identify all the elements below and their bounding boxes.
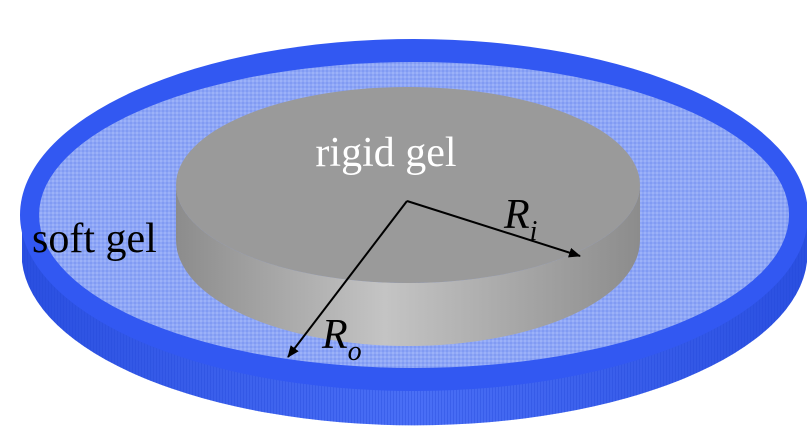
outer-radius-label: Ro xyxy=(321,312,362,367)
inner-radius-label: Ri xyxy=(503,192,537,247)
rigid-gel-side xyxy=(176,185,640,346)
outer-radius-subscript: o xyxy=(348,336,362,367)
outer-radius-symbol: R xyxy=(321,312,348,358)
inner-radius-arrow xyxy=(406,200,581,258)
soft-gel-label: soft gel xyxy=(32,216,157,262)
outer-radius-arrow xyxy=(287,200,408,358)
rigid-gel-top xyxy=(176,87,640,283)
inner-radius-subscript: i xyxy=(530,216,538,247)
rigid-gel-label: rigid gel xyxy=(315,130,456,176)
inner-radius-symbol: R xyxy=(503,192,530,238)
